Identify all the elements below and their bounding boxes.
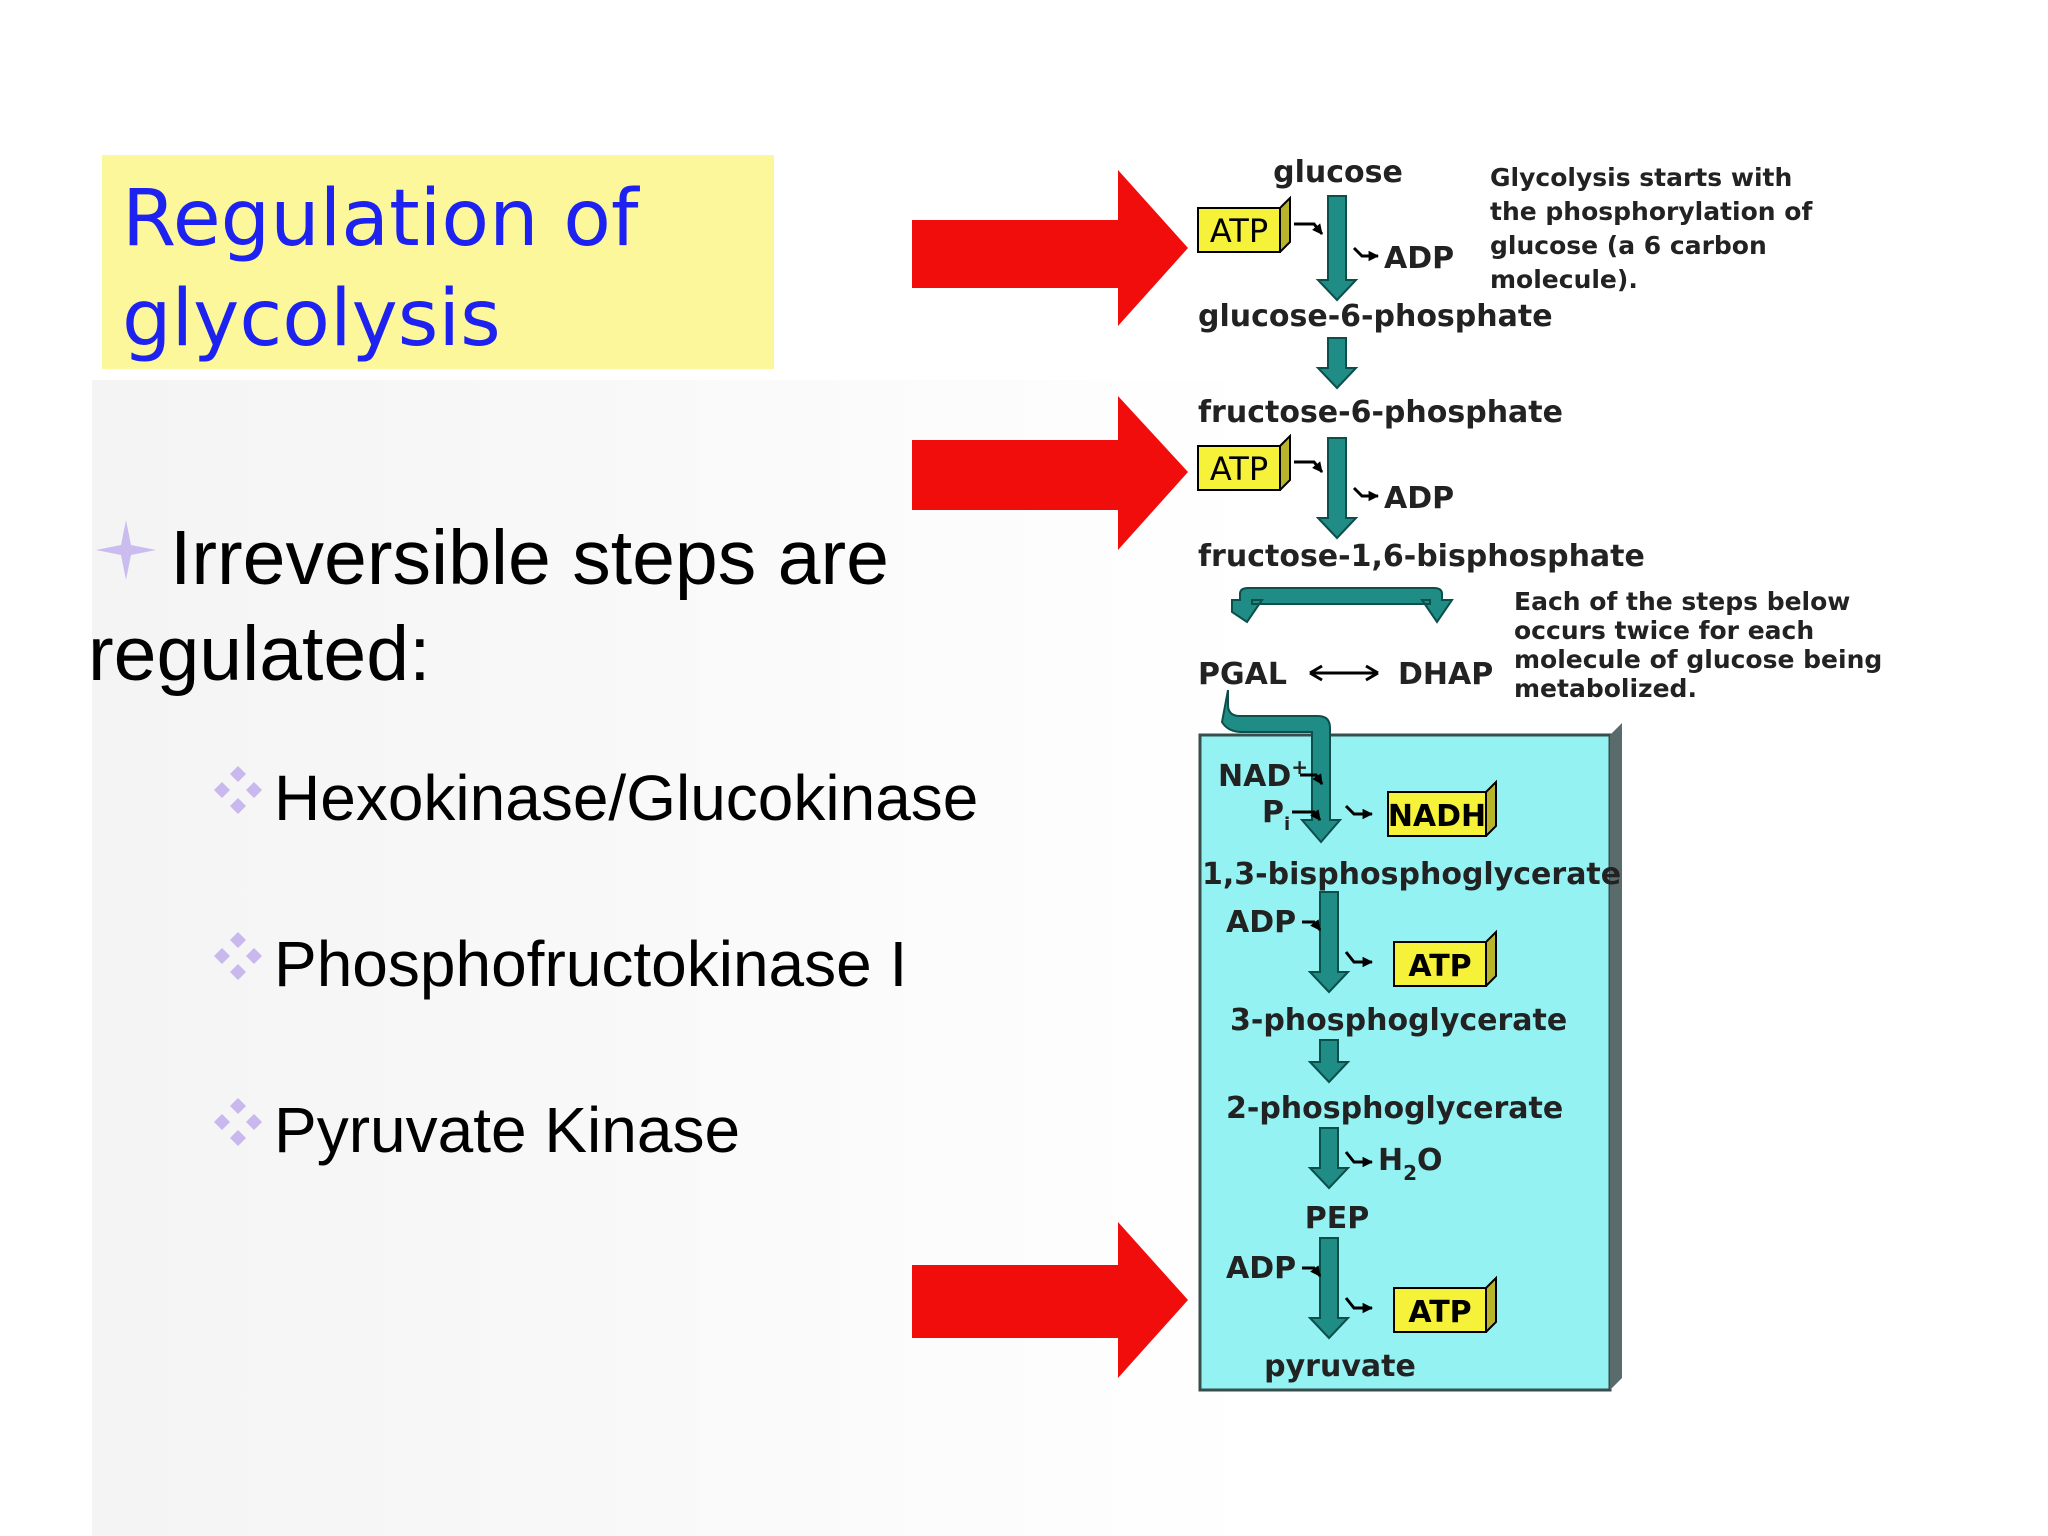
nadh-box: NADH (1387, 779, 1497, 837)
atp-box-3: ATP (1393, 929, 1497, 987)
svg-text:glucose (a 6 carbon: glucose (a 6 carbon (1490, 231, 1767, 260)
atp-label: ATP (1210, 450, 1268, 488)
red-arrow-hexokinase (912, 170, 1188, 326)
note-twice-per-glucose: Each of the steps below occurs twice for… (1514, 587, 1882, 703)
slide-title: Regulation of glycolysis (122, 174, 639, 364)
atp-label: ATP (1210, 212, 1268, 250)
label-adp-4: ADP (1226, 1251, 1296, 1286)
slide-background (92, 380, 2048, 1536)
label-3-phosphoglycerate: 3-phosphoglycerate (1230, 1003, 1567, 1038)
atp-box-4: ATP (1393, 1275, 1497, 1333)
label-dhap: DHAP (1398, 657, 1493, 692)
red-arrow-phosphofructokinase (912, 396, 1188, 550)
diamond-cluster-icon (214, 932, 262, 980)
cofactor-side-arrows (1292, 222, 1380, 1314)
title-box: Regulation of glycolysis (102, 155, 774, 369)
label-adp-2: ADP (1384, 481, 1454, 516)
diamond-cluster-icon (214, 1098, 262, 1146)
atp-box-1: ATP (1197, 195, 1291, 253)
red-arrow-pyruvate-kinase (912, 1222, 1188, 1378)
label-water: H2O (1378, 1143, 1443, 1185)
pathway-arrow-glucose-g6p (1315, 195, 1359, 302)
svg-text:the phosphorylation of: the phosphorylation of (1490, 197, 1813, 226)
pathway-arrow-3pg-2pg (1307, 1039, 1351, 1084)
pathway-arrow-pep-pyruvate (1307, 1237, 1351, 1340)
atp-label: ATP (1408, 949, 1471, 984)
label-1-3-bisphosphoglycerate: 1,3-bisphosphoglycerate (1202, 857, 1621, 892)
svg-text:metabolized.: metabolized. (1514, 674, 1697, 703)
atp-label: ATP (1408, 1295, 1471, 1330)
label-fructose-1-6-bisphosphate: fructose-1,6-bisphosphate (1198, 539, 1645, 574)
label-pi: Pi (1262, 795, 1290, 835)
main-bullet: Irreversible steps are regulated: (88, 510, 988, 702)
pathway-arrow-bpg-3pg (1307, 891, 1351, 994)
label-2-phosphoglycerate: 2-phosphoglycerate (1226, 1091, 1563, 1126)
label-adp-3: ADP (1226, 905, 1296, 940)
sub-bullet-text: Hexokinase/Glucokinase (274, 762, 979, 834)
svg-text:occurs twice for each: occurs twice for each (1514, 616, 1814, 645)
sub-bullet-text: Pyruvate Kinase (274, 1094, 741, 1166)
payoff-box-shadow (1610, 723, 1622, 1390)
svg-text:molecule).: molecule). (1490, 265, 1638, 294)
label-glucose: glucose (1273, 155, 1403, 190)
pathway-arrow-pgal-bpg (1220, 689, 1343, 844)
label-fructose-6-phosphate: fructose-6-phosphate (1198, 395, 1563, 430)
svg-text:Each of the steps below: Each of the steps below (1514, 587, 1850, 616)
label-nad: NAD+ (1218, 755, 1308, 794)
label-glucose-6-phosphate: glucose-6-phosphate (1198, 299, 1553, 334)
main-bullet-text: Irreversible steps are regulated: (88, 515, 889, 697)
pathway-arrow-2pg-pep (1307, 1127, 1351, 1190)
label-pep: PEP (1305, 1201, 1369, 1236)
svg-text:molecule of glucose being: molecule of glucose being (1514, 645, 1882, 674)
label-adp-1: ADP (1384, 241, 1454, 276)
pgal-dhap-double-arrow (1309, 664, 1379, 682)
pathway-split-arrow (1231, 587, 1454, 624)
atp-box-2: ATP (1197, 433, 1291, 491)
note-phosphorylation: Glycolysis starts with the phosphorylati… (1490, 163, 1813, 294)
four-point-star-icon (96, 520, 156, 580)
pathway-arrow-f6p-f16bp (1315, 437, 1359, 540)
label-pgal: PGAL (1198, 657, 1287, 692)
diamond-cluster-icon (214, 766, 262, 814)
pathway-arrow-g6p-f6p (1315, 337, 1359, 390)
svg-text:Glycolysis starts with: Glycolysis starts with (1490, 163, 1792, 192)
nadh-label: NADH (1388, 799, 1486, 834)
label-pyruvate: pyruvate (1264, 1349, 1416, 1384)
sub-bullet-text: Phosphofructokinase I (274, 928, 908, 1000)
